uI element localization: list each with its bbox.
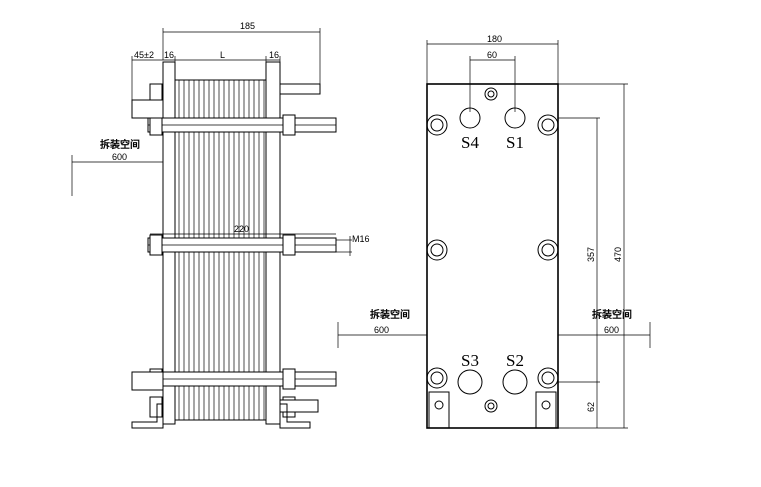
clearance-left-label: 拆装空间: [100, 138, 140, 151]
clearance-left-value: 600: [112, 152, 127, 162]
plate-pack-label: L: [220, 50, 225, 60]
clearance-front-right-label: 拆装空间: [592, 308, 632, 321]
support-feet: [131, 403, 311, 429]
clearance-left: 拆装空间 600: [71, 138, 163, 196]
clearance-front-left-value: 600: [374, 325, 389, 335]
clearance-front-left-label: 拆装空间: [370, 308, 410, 321]
frame-plate-left-label: 16: [164, 50, 174, 60]
top-pipe: [279, 83, 321, 95]
port-s3-label: S3: [461, 351, 479, 370]
clearance-front-right-value: 600: [604, 325, 619, 335]
frame-plate-right-label: 16: [269, 50, 279, 60]
width-dimension: 180: [426, 34, 559, 86]
port-s2: [502, 369, 528, 395]
bolt-size-label: M16: [352, 234, 370, 244]
clearance-front-left: 拆装空间 600: [337, 308, 427, 348]
ports: S4 S1 S3 S2: [457, 107, 528, 395]
port-s3: [457, 369, 483, 395]
width-label: 180: [487, 34, 502, 44]
pressure-plate-label: 45±2: [134, 50, 154, 60]
side-view: 185 45±2 16 L 16: [71, 21, 370, 429]
overall-length-dimension: 185: [162, 21, 321, 92]
port-spacing-dimension: 60: [469, 50, 516, 112]
height-dimensions: 357 470 62: [558, 83, 628, 429]
frame-plate-outline: [426, 83, 559, 429]
left-nozzle-top: [131, 99, 164, 119]
tie-bars: [147, 117, 337, 387]
port-s4-label: S4: [461, 133, 479, 152]
port-height-label: 357: [586, 247, 596, 262]
clearance-front-right: 拆装空间 600: [558, 308, 651, 348]
port-s1-label: S1: [506, 133, 524, 152]
front-view: 180 60 S4 S1: [337, 34, 651, 429]
overall-length-label: 185: [240, 21, 255, 31]
port-s2-label: S2: [506, 351, 524, 370]
bolt-spacing-dimension: 220 M16: [150, 224, 370, 256]
port-spacing-label: 60: [487, 50, 497, 60]
overall-height-label: 470: [613, 247, 623, 262]
right-nozzle-bottom: [279, 399, 319, 413]
bottom-offset-label: 62: [586, 402, 596, 412]
bolt-spacing-label: 220: [234, 224, 249, 234]
port-s4: [459, 107, 481, 129]
port-s1: [504, 107, 526, 129]
front-feet: [428, 391, 557, 429]
left-nozzle-bottom: [131, 371, 164, 391]
bolt-holes: [426, 87, 559, 413]
